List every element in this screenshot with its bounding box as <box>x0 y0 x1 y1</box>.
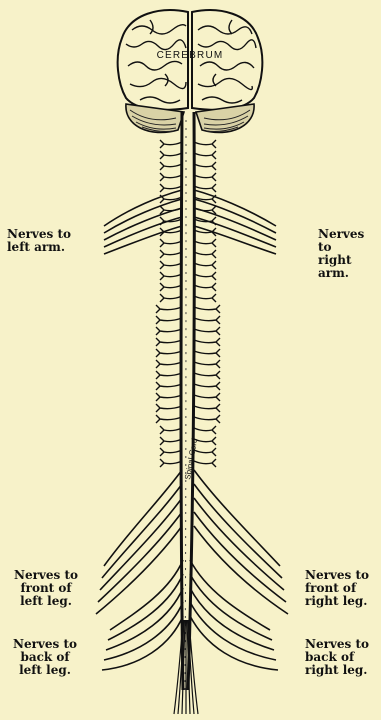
nerve-right <box>194 415 220 423</box>
nerve-front-left-leg <box>100 498 182 590</box>
nerve-back-right-leg <box>190 616 278 670</box>
nerve-right <box>194 459 216 467</box>
nerve-right <box>194 250 216 258</box>
nerve-right <box>194 140 216 148</box>
brain: CEREBRUM <box>118 10 263 132</box>
nerve-left <box>160 239 182 247</box>
nerve-right <box>194 206 216 214</box>
nerve-right <box>194 294 216 302</box>
nerve-left <box>156 327 182 335</box>
nerve-left <box>156 349 182 357</box>
nerve-left <box>160 162 182 170</box>
cerebellum <box>126 104 254 132</box>
nerve-left <box>156 338 182 346</box>
nerve-left <box>160 272 182 280</box>
nerve-left <box>156 415 182 423</box>
nerve-left <box>156 382 182 390</box>
label-nerves-front-left-leg: Nerves to front of left leg. <box>14 569 78 608</box>
nerve-left <box>160 140 182 148</box>
nerve-left <box>160 294 182 302</box>
nerve-left <box>156 305 182 313</box>
label-nerves-right-arm: Nerves to right arm. <box>318 228 381 280</box>
nerve-right <box>194 382 220 390</box>
nerve-front-left-leg <box>104 470 182 566</box>
nerve-right <box>194 349 220 357</box>
nerve-left <box>160 283 182 291</box>
nerve-front-right-leg <box>194 484 282 578</box>
nerve-left <box>160 437 182 445</box>
nerve-left <box>156 316 182 324</box>
nerve-right <box>194 283 216 291</box>
label-nerves-front-right-leg: Nerves to front of right leg. <box>305 569 369 608</box>
nerve-right <box>194 173 216 181</box>
nerve-left <box>160 250 182 258</box>
nerve-back-left-leg <box>102 616 183 670</box>
nerve-right <box>194 151 216 159</box>
nerve-left <box>160 261 182 269</box>
nerve-left <box>160 448 182 456</box>
nerve-right <box>194 327 220 335</box>
nerve-right <box>194 393 220 401</box>
nerve-right <box>194 404 220 412</box>
nerve-right <box>194 360 220 368</box>
brain-label: CEREBRUM <box>157 50 224 61</box>
nerve-left <box>160 426 182 434</box>
nerve-left <box>160 206 182 214</box>
nerve-back-left-leg <box>104 602 183 660</box>
nerve-front-right-leg <box>194 470 280 566</box>
nerve-left <box>156 393 182 401</box>
label-nerves-back-left-leg: Nerves to back of left leg. <box>13 638 77 677</box>
label-nerves-left-arm: Nerves to left arm. <box>7 228 71 254</box>
nerve-right <box>194 338 220 346</box>
nerve-left <box>156 371 182 379</box>
nerve-left <box>160 173 182 181</box>
nerve-left <box>160 459 182 467</box>
nerve-left <box>156 404 182 412</box>
nerve-right <box>194 305 220 313</box>
nerve-right <box>194 261 216 269</box>
nerve-left <box>160 151 182 159</box>
nerve-right <box>194 239 216 247</box>
nerve-right <box>194 162 216 170</box>
nerve-right <box>194 272 216 280</box>
nerve-right <box>194 426 216 434</box>
nerve-front-left-leg <box>102 484 182 578</box>
nerve-right <box>194 316 220 324</box>
label-nerves-back-right-leg: Nerves to back of right leg. <box>305 638 369 677</box>
nerve-left <box>156 360 182 368</box>
nerve-right <box>194 371 220 379</box>
